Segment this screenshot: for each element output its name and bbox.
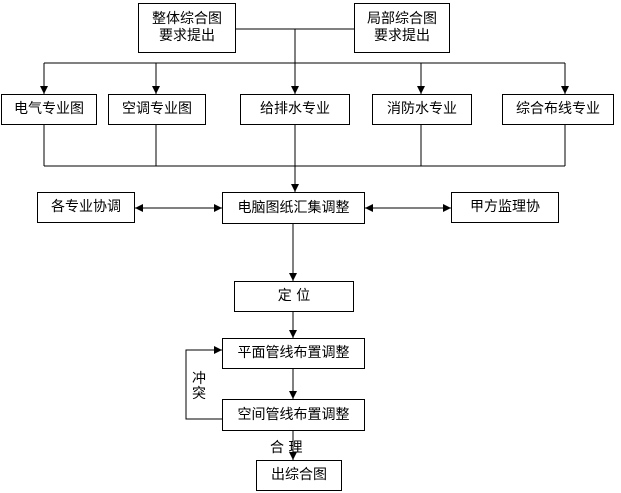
node-plan-layout: 平面管线布置调整 (222, 338, 365, 369)
node-cad-summary: 电脑图纸汇集调整 (222, 192, 365, 224)
node-local-request: 局部综合图 要求提出 (354, 3, 450, 53)
node-owner-supervisor: 甲方监理协 (451, 192, 559, 223)
node-cabling: 综合布线专业 (502, 94, 614, 125)
node-fire-water: 消防水专业 (372, 94, 472, 125)
node-output: 出综合图 (256, 460, 342, 491)
node-disciplines-coord: 各专业协调 (37, 192, 135, 223)
node-plumbing: 给排水专业 (240, 94, 350, 125)
label-reasonable: 合 理 (270, 440, 303, 456)
node-hvac: 空调专业图 (108, 94, 206, 125)
label-conflict: 冲突 (192, 371, 206, 402)
node-positioning: 定 位 (234, 281, 354, 312)
connector-conflict-loop (185, 346, 222, 420)
node-overall-request: 整体综合图 要求提出 (138, 3, 236, 53)
node-space-layout: 空间管线布置调整 (222, 399, 365, 431)
node-electrical: 电气专业图 (1, 94, 97, 125)
